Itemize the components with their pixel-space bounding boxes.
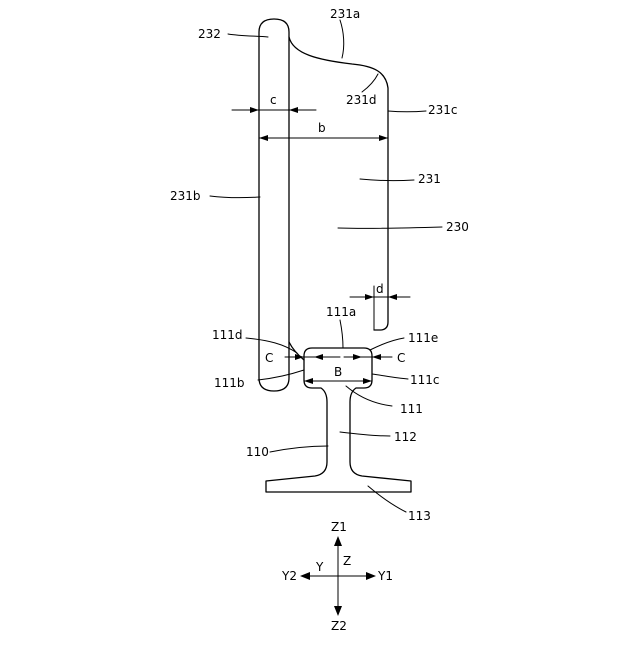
- label-231d: 231d: [346, 93, 377, 107]
- label-231a: 231a: [330, 7, 360, 21]
- axis-Y: Y: [315, 560, 324, 574]
- axis-Z1: Z1: [331, 520, 347, 534]
- axis-Y2: Y2: [281, 569, 297, 583]
- label-d: d: [376, 282, 384, 296]
- label-112: 112: [394, 430, 417, 444]
- dimension-B: B: [304, 365, 372, 384]
- axis-Y1: Y1: [377, 569, 393, 583]
- coordinate-axes: Z1 Z2 Z Y Y1 Y2: [281, 520, 393, 633]
- label-111b: 111b: [214, 376, 245, 390]
- arrow-down-icon: [334, 606, 342, 616]
- label-111d: 111d: [212, 328, 243, 342]
- label-232: 232: [198, 27, 221, 41]
- dimension-b: b: [259, 121, 388, 141]
- label-111: 111: [400, 402, 423, 416]
- label-231c: 231c: [428, 103, 458, 117]
- arrow-up-icon: [334, 536, 342, 546]
- label-230: 230: [446, 220, 469, 234]
- label-231: 231: [418, 172, 441, 186]
- dimension-C-right: C: [344, 351, 405, 365]
- label-C-left: C: [265, 351, 273, 365]
- arrow-left-icon: [300, 572, 310, 580]
- dimension-c: c: [232, 93, 316, 113]
- reference-labels: 232 231a 231d 231c 231b 231 230 111a 111…: [170, 7, 469, 523]
- arrow-right-icon: [366, 572, 376, 580]
- rounded-strip-232: [259, 19, 289, 391]
- dimension-d: d: [350, 282, 410, 330]
- label-111e: 111e: [408, 331, 438, 345]
- member-231: [259, 19, 388, 391]
- label-111c: 111c: [410, 373, 440, 387]
- label-b: b: [318, 121, 326, 135]
- label-231b: 231b: [170, 189, 201, 203]
- axis-Z2: Z2: [331, 619, 347, 633]
- label-c: c: [270, 93, 277, 107]
- axis-Z: Z: [343, 554, 351, 568]
- label-B: B: [334, 365, 342, 379]
- label-113: 113: [408, 509, 431, 523]
- label-C-right: C: [397, 351, 405, 365]
- label-110: 110: [246, 445, 269, 459]
- label-111a: 111a: [326, 305, 356, 319]
